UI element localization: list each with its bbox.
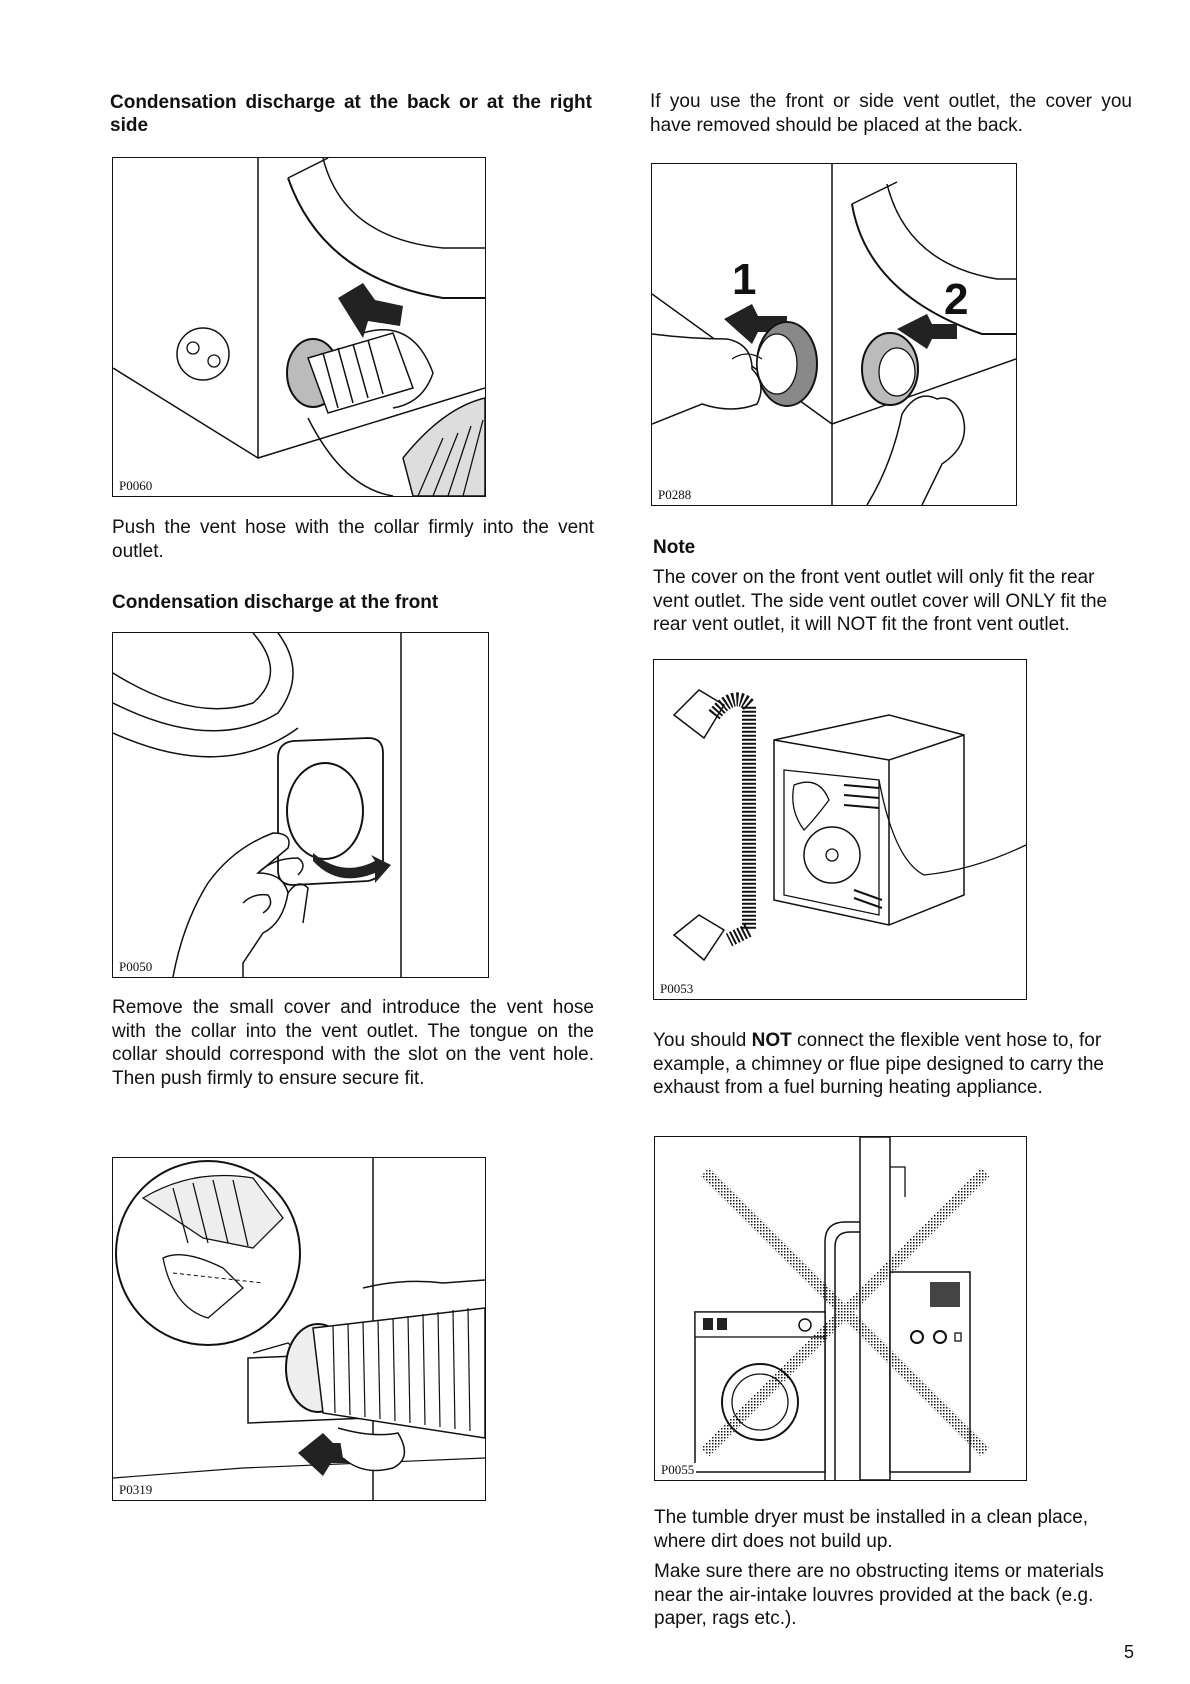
figure-code: P0060 — [117, 478, 155, 493]
figure-p0050: P0050 — [112, 632, 489, 978]
paragraph-air-intake: Make sure there are no obstructing items… — [654, 1561, 1104, 1629]
figure-p0060: P0060 — [112, 157, 486, 497]
illustration-hose-into-rear-outlet — [113, 158, 485, 496]
paragraph-remove-cover: Remove the small cover and introduce the… — [112, 997, 594, 1089]
warning-text-start: You should — [653, 1030, 752, 1051]
figure-code: P0053 — [658, 981, 696, 996]
figure-code: P0288 — [656, 487, 694, 502]
figure-code: P0050 — [117, 959, 155, 974]
illustration-swap-covers: 1 2 — [652, 164, 1016, 505]
section-heading-back-right: Condensation discharge at the back or at… — [110, 91, 592, 137]
figure-code: P0319 — [117, 1482, 155, 1497]
figure-p0055: P0055 — [654, 1136, 1027, 1481]
paragraph-flue-warning: You should NOT connect the flexible vent… — [653, 1029, 1135, 1100]
figure-p0288: 1 2 P0288 — [651, 163, 1017, 506]
section-heading-text: Condensation discharge at the back or at… — [110, 92, 592, 136]
illustration-remove-front-cover — [113, 633, 402, 977]
figure-p0053: P0053 — [653, 659, 1027, 1000]
page-number: 5 — [1124, 1642, 1135, 1662]
section-heading-front: Condensation discharge at the front — [112, 592, 439, 613]
figure-p0319: P0319 — [112, 1157, 486, 1501]
paragraph-push-hose: Push the vent hose with the collar firml… — [112, 517, 594, 562]
figure-code: P0055 — [659, 1462, 697, 1477]
note-text: The cover on the front vent outlet will … — [653, 567, 1108, 635]
illustration-tongue-slot-detail — [113, 1158, 485, 1500]
warning-emphasis: NOT — [751, 1030, 792, 1051]
step-2-label: 2 — [944, 275, 968, 324]
illustration-rear-vent-hose-route — [672, 689, 1026, 962]
illustration-no-chimney-connection — [694, 1137, 990, 1480]
step-1-label: 1 — [732, 255, 756, 304]
note-heading: Note — [653, 537, 696, 558]
paragraph-cover-placement: If you use the front or side vent outlet… — [650, 91, 1132, 136]
paragraph-clean-place: The tumble dryer must be installed in a … — [654, 1507, 1089, 1552]
warning-text-end: connect the flexible vent hose to, for e… — [653, 1030, 1104, 1098]
